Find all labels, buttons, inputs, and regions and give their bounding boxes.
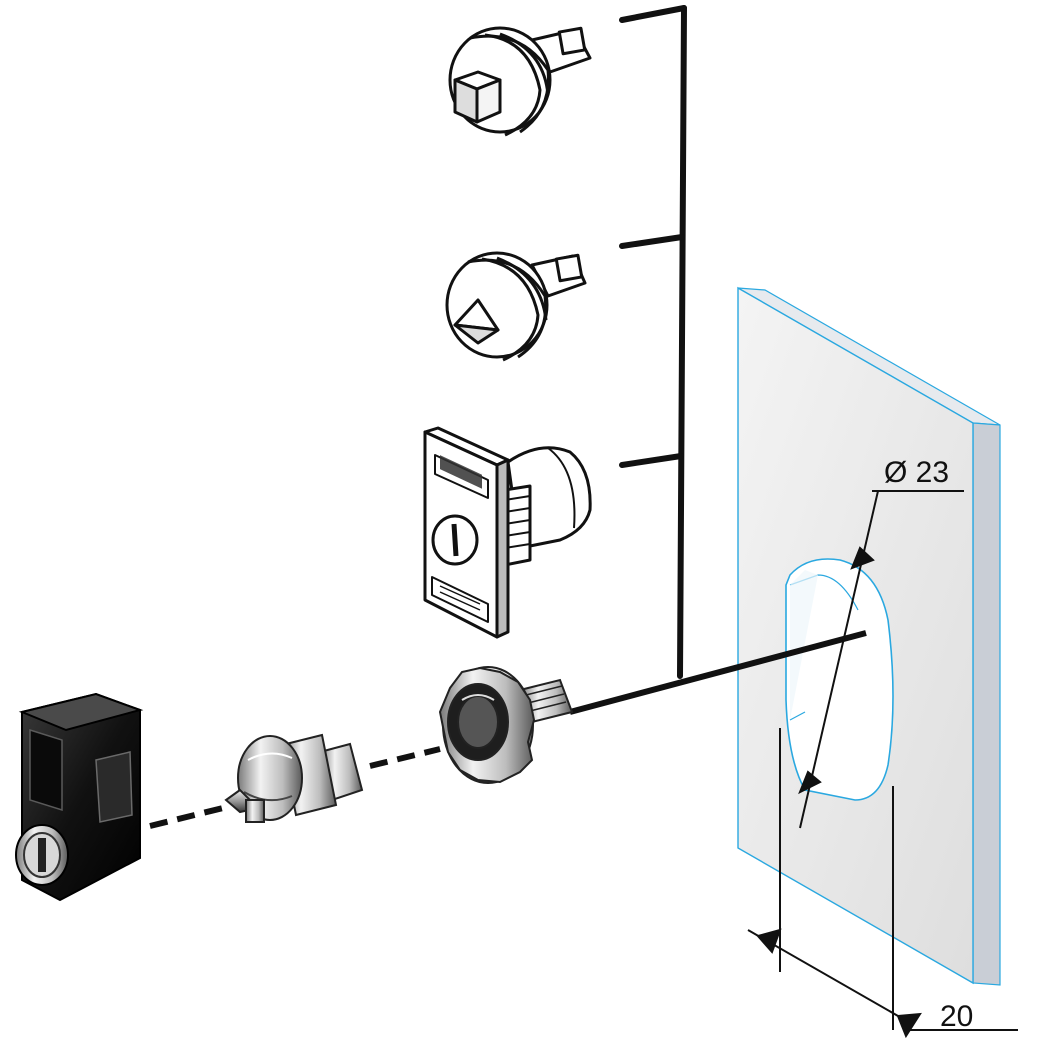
knurled-nut-icon [438,666,574,784]
variant-bracket [619,5,687,679]
edge-distance-dimension [747,728,1018,1039]
mounting-panel [737,286,1001,986]
diameter-label: Ø 23 [884,456,949,489]
edge-distance-label: 20 [940,1000,973,1033]
panel-cutout [785,558,894,801]
triangle-drive-insert-icon [445,251,587,362]
lock-handle-icon [15,692,144,902]
diameter-dimension [798,490,964,829]
assembly-axis [149,630,867,829]
square-drive-insert-icon [448,26,592,137]
screwdriver-slot-insert-icon [423,426,592,639]
key-cylinder-insert-icon [224,733,364,823]
